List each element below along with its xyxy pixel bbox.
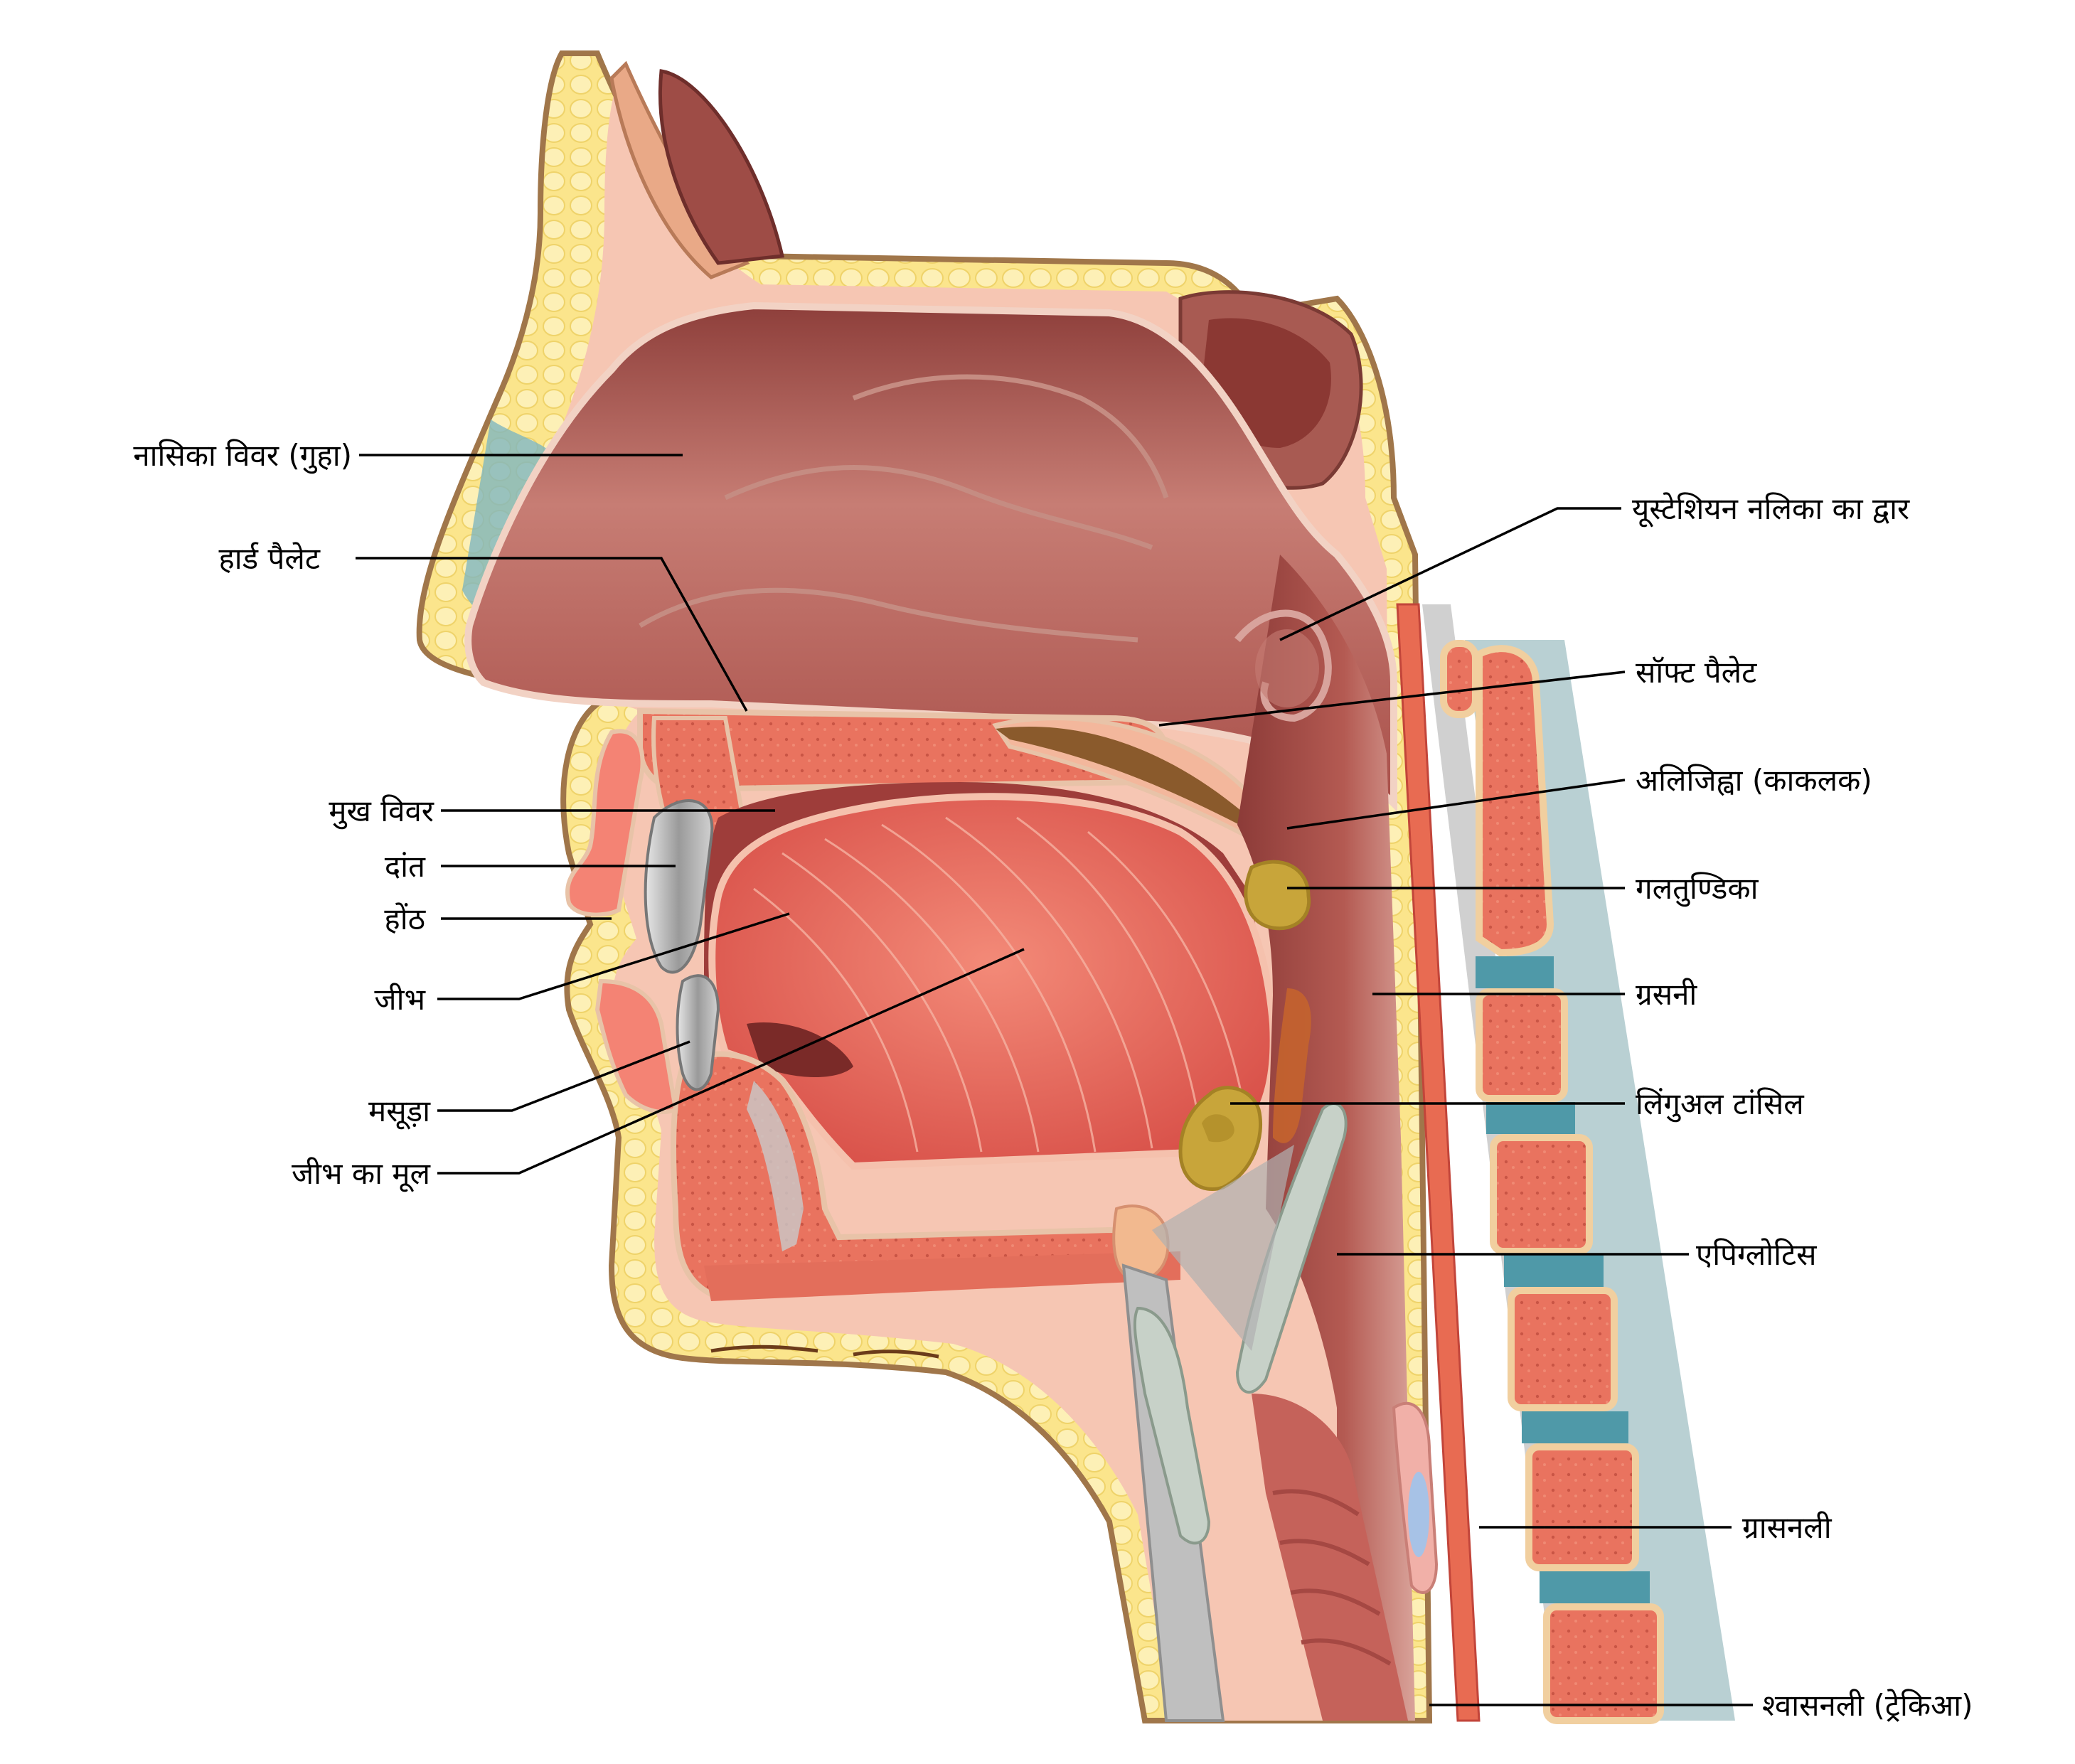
nasal-cavity [464,301,1397,813]
leader-tongue [437,912,790,1000]
leader-gums [437,1040,690,1112]
label-palatine-tonsil: गलतुण्डिका [1636,871,1759,907]
lingual-tonsil-bump [1202,1114,1234,1143]
mandible-lower-edge [704,1251,1180,1301]
label-lips: होंठ [384,902,426,936]
lower-lip [594,978,678,1114]
trachea [1252,1394,1408,1721]
label-eustachian: यूस्टेशियन नलिका का द्वार [1632,491,1910,528]
leader-hard-palate [356,557,748,712]
label-esophagus: ग्रासनली [1742,1510,1833,1545]
upper-incisor-shape [644,799,714,974]
label-gums: मसूड़ा [368,1094,431,1130]
palatine-tonsil [1244,860,1311,931]
label-lingual-tonsil: लिंगुअल टांसिल [1636,1086,1805,1123]
nasal-turbinate-middle [724,465,1153,550]
hyoid-bone [1112,1204,1170,1282]
vertebra-c7 [1543,1603,1664,1724]
gum-tissue [747,1081,804,1251]
intervertebral-disc-3 [1504,1255,1604,1287]
nasal-turbinate-lower [639,587,1138,643]
label-pharynx: ग्रसनी [1636,977,1697,1012]
intervertebral-disc-4 [1522,1411,1628,1443]
esophagus-tube [1396,603,1481,1722]
leader-uvula [1286,779,1626,830]
vertebra-c3 [1476,988,1568,1102]
label-nasal-cavity: नासिका विवर (गुहा) [133,438,352,474]
labels: नासिका विवर (गुहा) हार्ड पैलेट मुख विवर … [133,438,1973,1723]
upper-lip [565,729,645,917]
label-tongue: जीभ [374,982,426,1017]
label-epiglottis: एपिग्लोटिस [1696,1237,1817,1272]
vertebra-c6 [1525,1443,1639,1571]
label-uvula: अलिजिह्वा (काकलक) [1636,763,1872,798]
intervertebral-disc-2 [1486,1102,1575,1134]
trachea-rings [1272,1489,1392,1666]
nasal-turbinate-upper [852,374,1169,499]
cervical-spine [1440,640,1735,1724]
label-tongue-root: जीभ का मूल [292,1156,432,1192]
vertebra-c4 [1490,1134,1593,1255]
label-soft-palate: सॉफ्ट पैलेट [1636,655,1757,690]
label-hard-palate: हार्ड पैलेट [218,541,320,576]
thyrohyoid-membrane [1152,1145,1294,1351]
leader-soft-palate [1158,670,1626,727]
label-trachea: श्वासनली (ट्रेकिआ) [1762,1688,1973,1723]
frontal-sinus [658,69,785,265]
epiglottis-cartilage [1235,1102,1348,1394]
vocal-fold-highlight [1408,1472,1429,1557]
soft-palate-muscle [996,727,1280,846]
intervertebral-disc-5 [1540,1571,1650,1603]
leader-eustachian [1279,507,1621,641]
eustachian-tube-depression [1255,629,1319,707]
axis-vertebra [1476,645,1554,957]
lower-incisor [676,974,720,1091]
intervertebral-disc-1 [1476,956,1554,988]
vertebra-c5 [1508,1287,1618,1411]
chin-fat-lines [710,1345,939,1359]
leader-tongue-root [437,948,1025,1175]
label-teeth: दांत [385,849,426,884]
leader-lines [356,454,1753,1706]
label-oral-cavity: मुख विवर [329,793,434,830]
thyroid-cartilage [1133,1306,1211,1545]
atlas-vertebra [1440,640,1479,718]
